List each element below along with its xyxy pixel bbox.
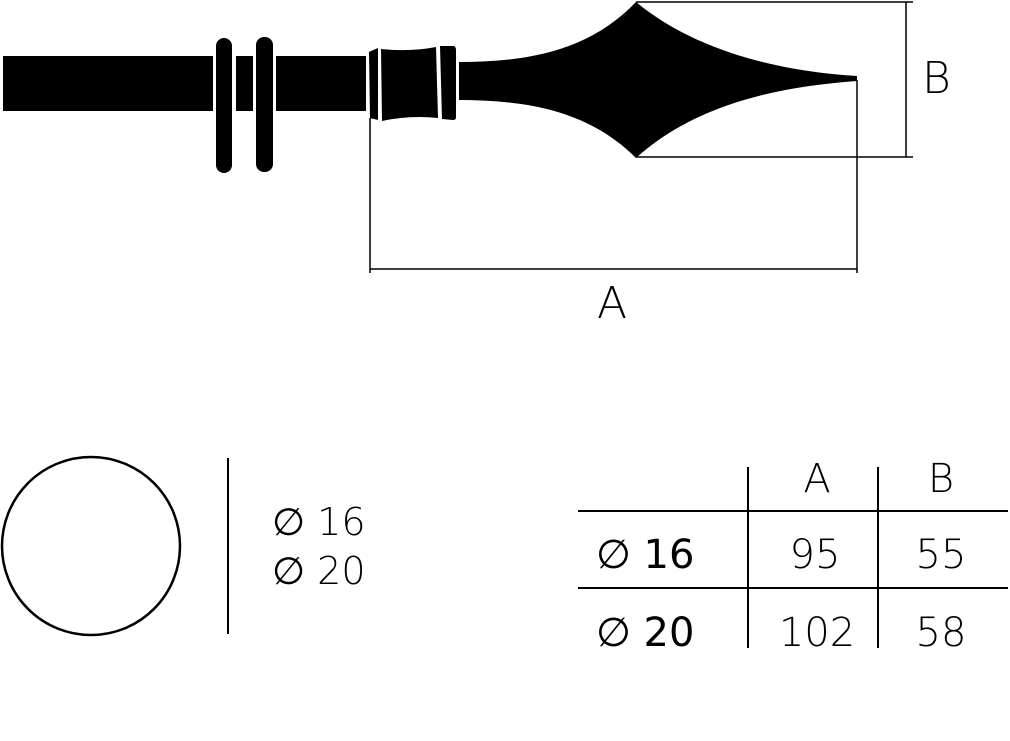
- table-row: ∅ 16 95 55: [596, 532, 966, 578]
- table-row-label: ∅ 20: [596, 610, 694, 656]
- ring-2: [256, 37, 273, 172]
- finial-collar: [369, 46, 456, 121]
- curtain-rod: [3, 37, 366, 173]
- dimension-b-label: B: [922, 53, 951, 104]
- dimension-b: [636, 1, 913, 158]
- rod-cross-section: [0, 455, 182, 637]
- rod-segment-right: [276, 56, 366, 111]
- rod-segment-middle: [236, 56, 253, 111]
- ring-1: [216, 38, 232, 173]
- diameter-option-20: ∅ 20: [272, 549, 366, 593]
- table-cell-a: 102: [779, 610, 855, 656]
- table-row-label: ∅ 16: [596, 532, 694, 578]
- table-header-a: A: [803, 456, 830, 502]
- dimension-a: [369, 80, 858, 273]
- table-row: ∅ 20 102 58: [596, 610, 966, 656]
- table-cell-b: 55: [916, 532, 967, 578]
- rod-segment-left: [3, 56, 213, 111]
- table-header-b: B: [928, 456, 954, 502]
- diameter-option-16: ∅ 16: [272, 500, 366, 544]
- spear-finial-head: [459, 2, 857, 158]
- table-cell-b: 58: [916, 610, 967, 656]
- dimension-a-label: A: [597, 278, 627, 329]
- dimension-table: A B ∅ 16 95 55 ∅ 20 102 58: [578, 456, 1008, 656]
- table-cell-a: 95: [790, 532, 841, 578]
